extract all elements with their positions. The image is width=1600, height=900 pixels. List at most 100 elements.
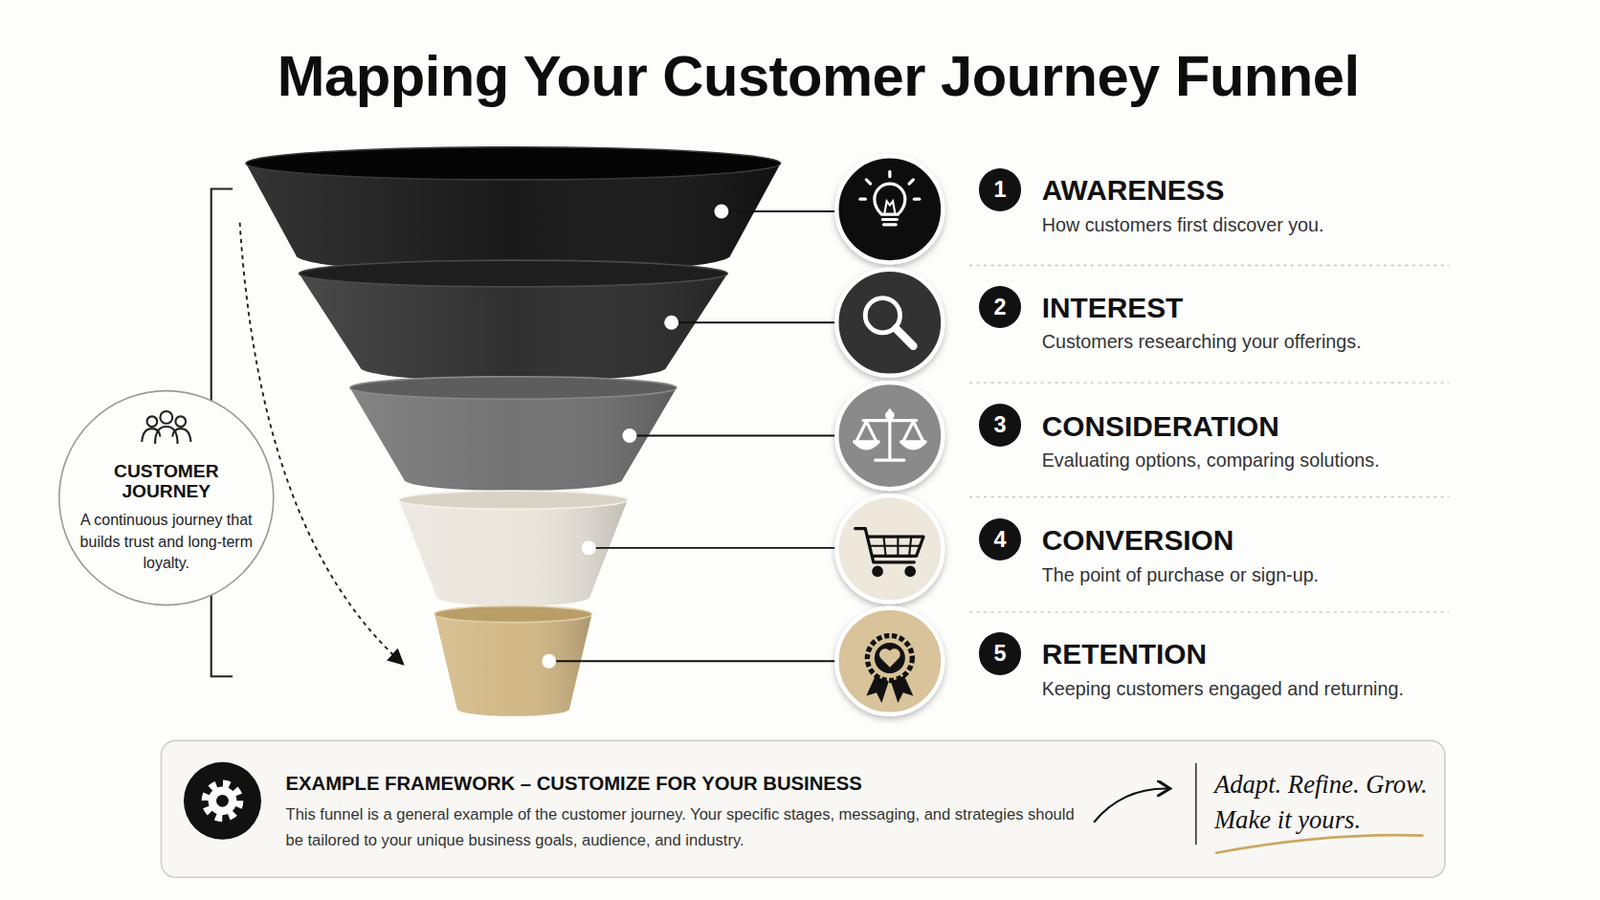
ray: [913, 198, 919, 201]
separator: [969, 496, 1449, 498]
separator: [969, 265, 1449, 267]
node-heading: CUSTOMER JOURNEY: [89, 461, 244, 503]
band-rim: [298, 260, 728, 288]
band-rim: [245, 147, 781, 180]
stage-description: Evaluating options, comparing solutions.: [1042, 448, 1451, 474]
stage-number: 1: [978, 168, 1023, 212]
handwritten-note: Adapt. Refine. Grow. Make it yours.: [1214, 767, 1445, 840]
head: [147, 416, 158, 427]
bulb-base: [882, 218, 897, 222]
badge-core: [874, 643, 906, 674]
funnel: [245, 147, 781, 717]
stage-number: 5: [978, 632, 1023, 676]
funnel-band: [434, 614, 592, 717]
wheel: [906, 567, 915, 577]
stage-description: The point of purchase or sign-up.: [1042, 563, 1451, 589]
panel: [160, 740, 1445, 878]
band-shade: [434, 614, 592, 717]
panel-heading: EXAMPLE FRAMEWORK – CUSTOMIZE FOR YOUR B…: [286, 771, 1083, 799]
ray: [909, 179, 913, 184]
shoulder: [172, 428, 191, 443]
stage-heading: INTEREST: [1042, 290, 1451, 326]
divider: [1195, 763, 1198, 845]
bulb-base: [883, 222, 896, 226]
cart-icon: [855, 529, 924, 577]
bulb-icon: [860, 171, 920, 224]
gear-teeth: [204, 783, 240, 819]
pan: [854, 442, 880, 449]
journey-circle: CUSTOMER JOURNEYA continuous journey tha…: [59, 390, 274, 605]
band-rim: [434, 606, 592, 623]
icon-circles: [836, 155, 943, 714]
funnel-band: [298, 273, 728, 382]
shoulder: [155, 426, 178, 445]
pan: [901, 442, 927, 449]
icon-circle: [836, 382, 943, 489]
leader-line: [549, 660, 836, 663]
leader-dot: [713, 204, 729, 220]
separator: [969, 611, 1449, 613]
panel-body: This funnel is a general example of the …: [286, 802, 1092, 854]
leader-lines: [549, 211, 836, 662]
title: Mapping Your Customer Journey Funnel: [0, 41, 1600, 113]
leader-line: [671, 321, 836, 324]
band-shade: [399, 500, 628, 607]
magnifier-icon: [865, 298, 913, 347]
stage-number: 3: [978, 403, 1023, 447]
heart: [879, 648, 901, 667]
funnel-band: [399, 500, 628, 607]
filament: [885, 200, 896, 213]
head: [159, 411, 173, 424]
ray: [860, 198, 866, 201]
leader-line: [721, 210, 835, 213]
wheel: [873, 567, 883, 577]
leader-dot: [622, 428, 637, 444]
band-shade: [350, 387, 677, 491]
stage-row: 3CONSIDERATIONEvaluating options, compar…: [974, 409, 1454, 491]
badge-icon: [866, 636, 913, 704]
pan-string: [903, 422, 924, 443]
ray: [866, 179, 870, 184]
rosette: [866, 636, 912, 682]
leader-dots: [541, 204, 729, 669]
handle: [895, 329, 913, 347]
pivot: [887, 412, 893, 419]
cart-grid: [896, 536, 899, 556]
stage-description: Customers researching your offerings.: [1042, 330, 1451, 356]
stage-row: 5RETENTIONKeeping customers engaged and …: [974, 637, 1454, 719]
stage-description: Keeping customers engaged and returning.: [1042, 677, 1451, 703]
scale-icon: [854, 410, 927, 461]
icon-circle: [836, 155, 943, 263]
base: [875, 459, 905, 463]
stage-number: 2: [978, 286, 1023, 330]
info-panel: EXAMPLE FRAMEWORK – CUSTOMIZE FOR YOUR B…: [160, 740, 1445, 878]
head: [175, 416, 186, 427]
panel-arrow: [1093, 788, 1169, 823]
leader-line: [588, 547, 835, 550]
separator: [969, 381, 1449, 383]
icon-circle: [836, 495, 943, 602]
funnel-band: [350, 387, 677, 491]
people-icon: [141, 411, 191, 445]
icon-circle: [836, 269, 943, 377]
leader-dot: [664, 315, 679, 331]
stage-row: 4CONVERSIONThe point of purchase or sign…: [974, 523, 1454, 605]
band-rim: [350, 377, 677, 400]
cart-basket: [866, 536, 924, 556]
leader-dot: [541, 654, 556, 669]
leader-line: [629, 435, 835, 438]
stage-heading: RETENTION: [1042, 637, 1451, 672]
journey-circle: [59, 391, 274, 606]
stage-number: 4: [978, 518, 1023, 562]
cart-grid: [883, 536, 886, 556]
icon-circle: [836, 608, 943, 715]
stage-heading: CONVERSION: [1042, 523, 1451, 558]
leader-dot: [581, 540, 597, 556]
gear-hole: [216, 795, 229, 808]
stage-row: 2INTERESTCustomers researching your offe…: [974, 290, 1454, 373]
pan-string: [856, 422, 877, 443]
underline: [1216, 835, 1423, 854]
gear-circle: [183, 762, 262, 841]
band-rim: [399, 490, 628, 510]
